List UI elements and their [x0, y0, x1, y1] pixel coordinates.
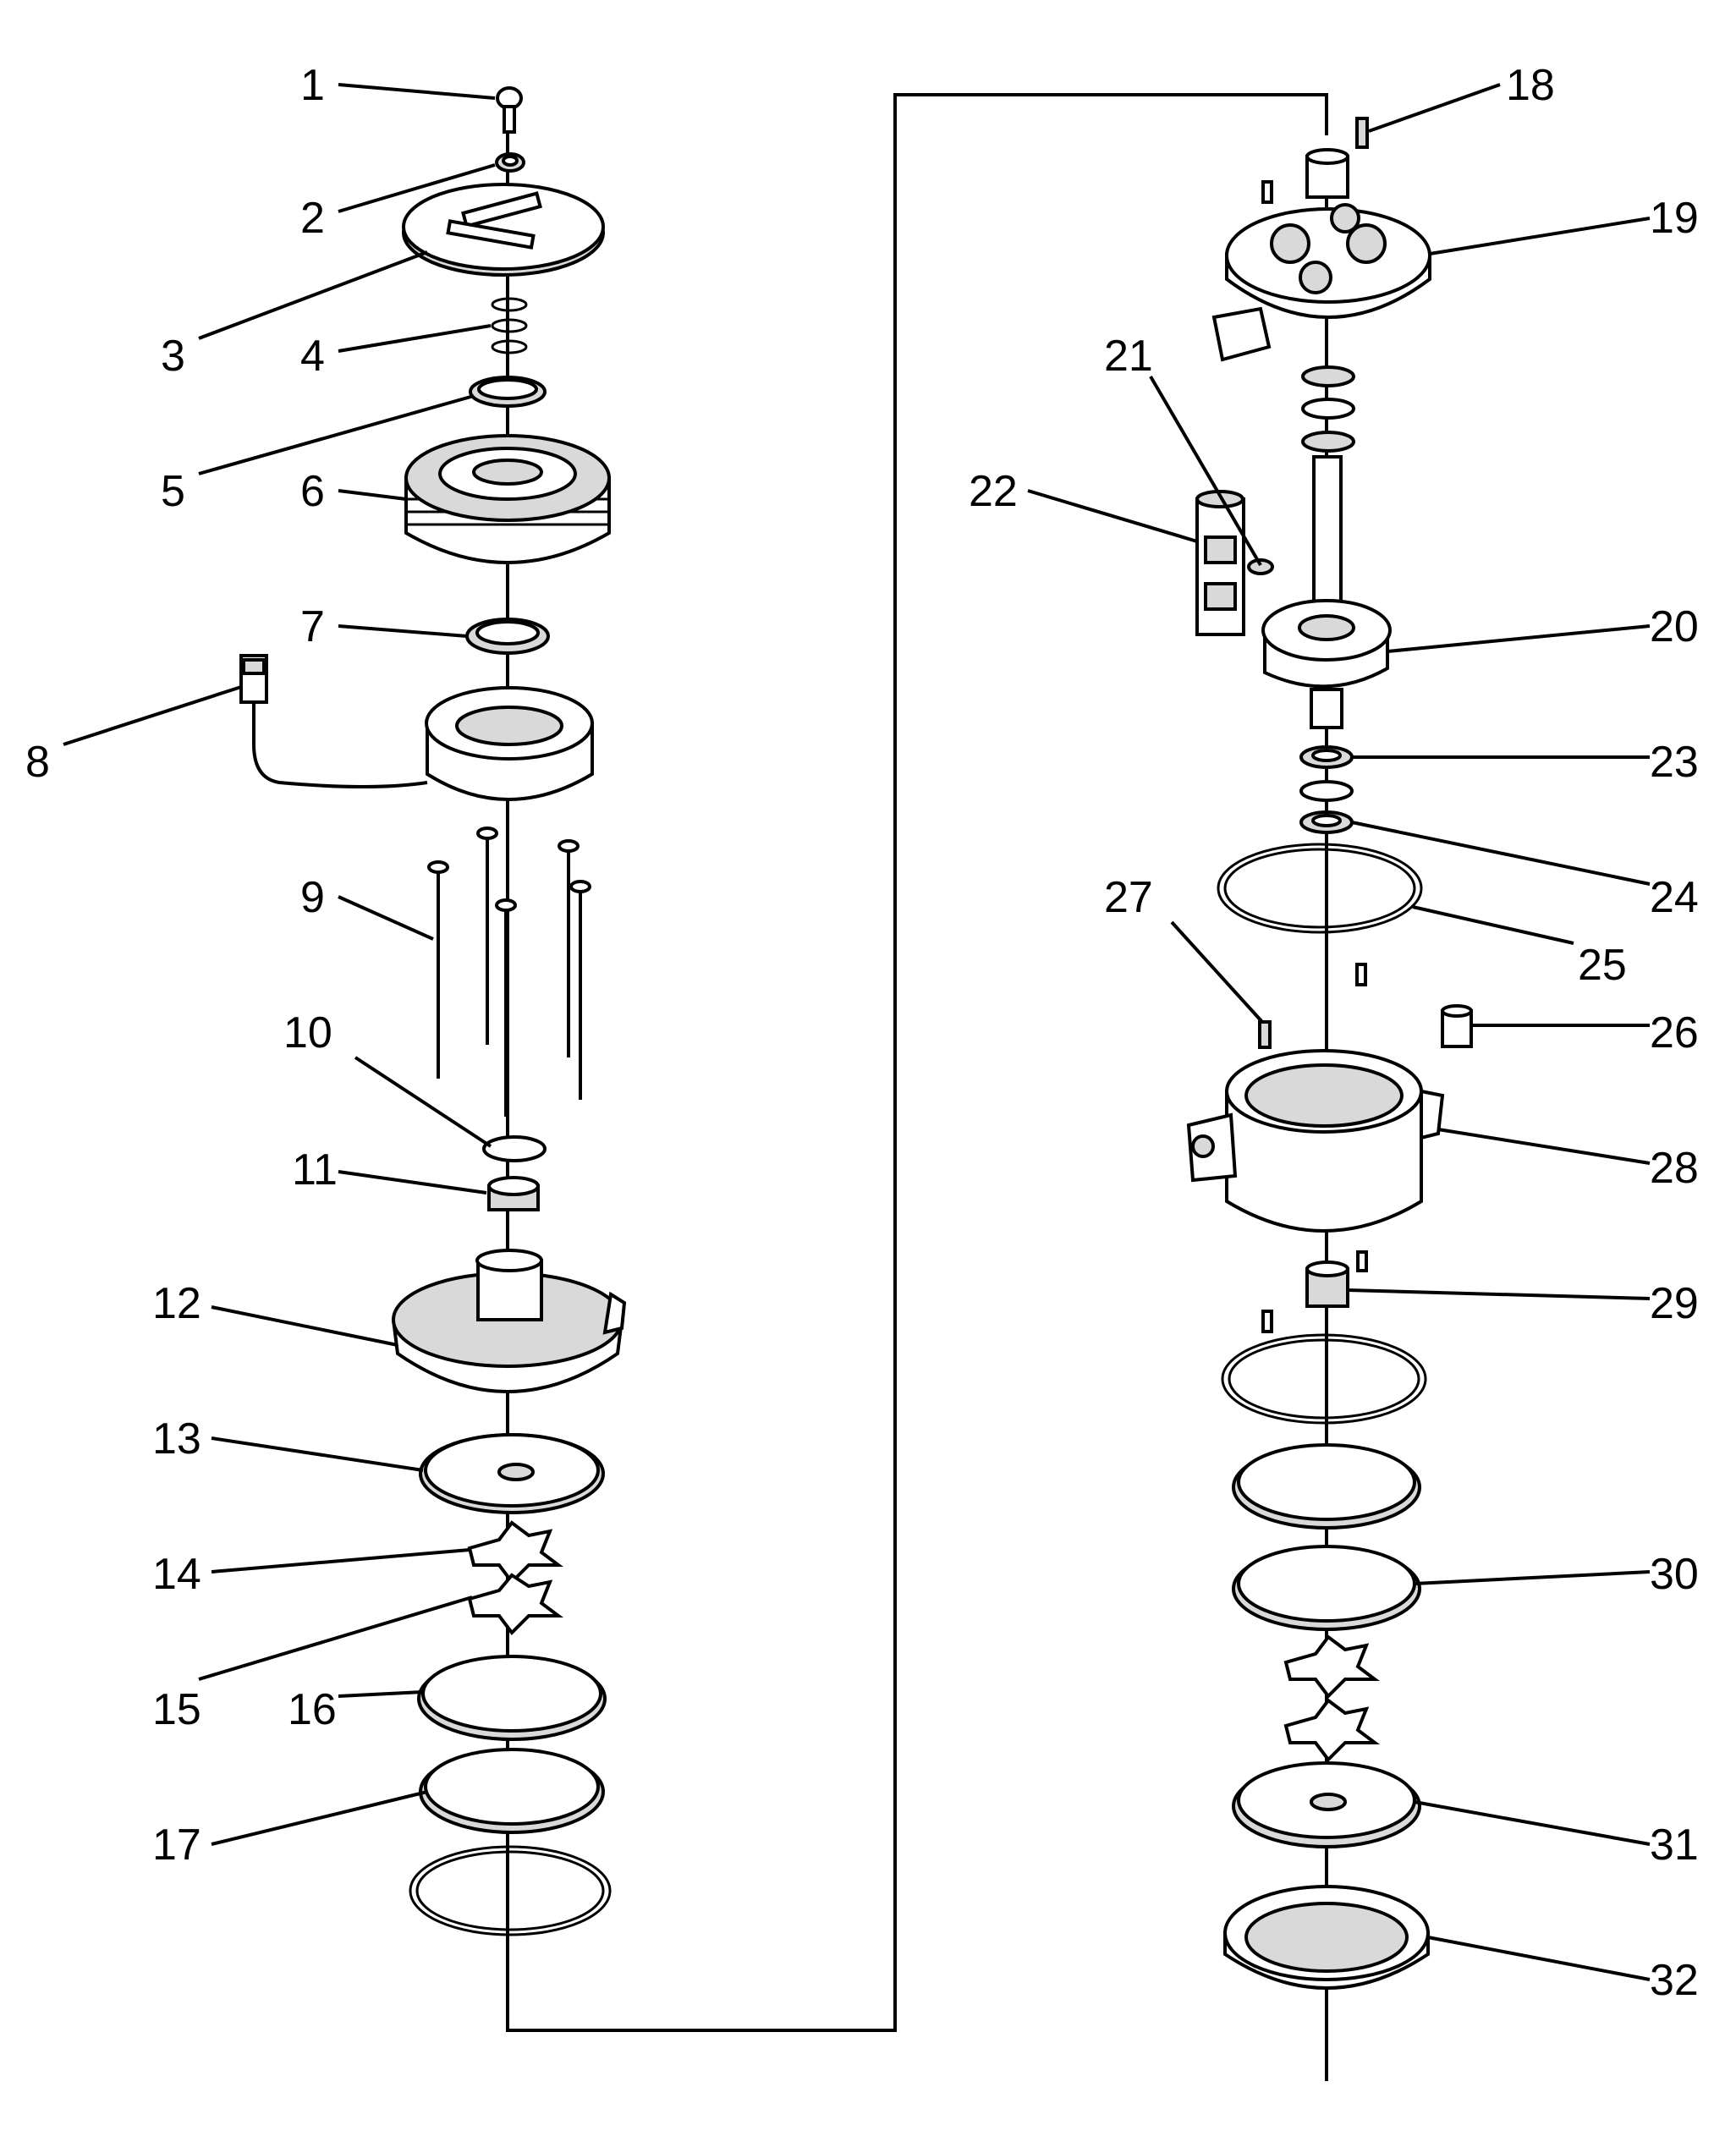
part-6-pulley [404, 434, 611, 564]
label-9: 9 [300, 873, 325, 922]
part-23-washer [1299, 745, 1354, 769]
label-4: 4 [300, 332, 325, 381]
label-1: 1 [300, 61, 325, 110]
label-18: 18 [1506, 61, 1555, 110]
label-30: 30 [1650, 1550, 1699, 1599]
label-23: 23 [1650, 738, 1699, 787]
label-19: 19 [1650, 194, 1699, 243]
part-19-rear-head [1211, 203, 1431, 362]
part-27-pin [1258, 1020, 1272, 1049]
part-5-snap-ring [469, 376, 547, 408]
label-25: 25 [1578, 941, 1627, 990]
label-24: 24 [1650, 873, 1699, 922]
label-3: 3 [161, 332, 185, 381]
label-10: 10 [283, 1008, 332, 1057]
label-13: 13 [152, 1414, 201, 1464]
part-reed-valves-right [1283, 1634, 1380, 1763]
label-5: 5 [161, 467, 185, 516]
part-7-snap-ring [465, 618, 550, 655]
part-9-through-bolts [427, 827, 591, 1117]
part-25-o-ring [1217, 843, 1423, 934]
part-30-valve-plate [1232, 1545, 1421, 1631]
label-6: 6 [300, 467, 325, 516]
part-valve-plate-right-upper [1232, 1443, 1421, 1530]
label-11: 11 [292, 1145, 338, 1195]
part-21-valve-retainer [1247, 558, 1274, 575]
part-thrust-washers-upper [1301, 365, 1355, 453]
part-15-reed-valve [467, 1573, 563, 1636]
part-24-thrust-bearing [1299, 780, 1354, 834]
label-22: 22 [969, 467, 1018, 516]
part-13-valve-plate [419, 1433, 605, 1514]
label-12: 12 [152, 1279, 201, 1328]
part-18-pin [1355, 117, 1369, 149]
label-7: 7 [300, 602, 325, 651]
part-bushing-top [1305, 148, 1349, 199]
part-12-front-head [391, 1249, 627, 1393]
part-dowel-right [1355, 963, 1367, 986]
label-8: 8 [25, 738, 50, 787]
part-16-suction-plate [417, 1655, 607, 1741]
label-26: 26 [1650, 1008, 1699, 1057]
part-28-cylinder-housing [1186, 1049, 1445, 1233]
label-32: 32 [1650, 1956, 1699, 2005]
part-32-rear-cover [1223, 1885, 1430, 1990]
part-dowel-top [1261, 180, 1273, 204]
part-11-shaft-seal [487, 1176, 540, 1211]
part-4-shims [491, 297, 528, 354]
label-16: 16 [288, 1685, 337, 1734]
part-17-discharge-plate [419, 1748, 605, 1834]
part-14-reed-valve [467, 1520, 563, 1585]
part-3-clutch-plate [402, 183, 605, 277]
label-21: 21 [1104, 332, 1153, 381]
part-22-control-valve [1195, 490, 1245, 636]
label-28: 28 [1650, 1144, 1699, 1193]
leader-lines [63, 83, 1651, 1981]
part-29-bushing [1305, 1260, 1349, 1308]
assembly-centerline [506, 93, 1328, 2081]
part-labels: 1 2 3 4 5 6 7 8 9 10 11 12 13 14 15 16 1… [25, 61, 1699, 2005]
part-2-washer [495, 152, 525, 173]
label-17: 17 [152, 1821, 201, 1870]
label-20: 20 [1650, 602, 1699, 651]
label-14: 14 [152, 1550, 201, 1599]
part-dowel-29 [1261, 1250, 1368, 1333]
part-1-bolt [496, 86, 523, 134]
label-29: 29 [1650, 1279, 1699, 1328]
label-2: 2 [300, 194, 325, 243]
label-15: 15 [152, 1685, 201, 1734]
part-10-retaining-ring [482, 1135, 547, 1162]
label-27: 27 [1104, 873, 1153, 922]
label-31: 31 [1650, 1821, 1699, 1870]
part-8-field-coil [239, 654, 594, 801]
part-o-ring-right-lower [1221, 1333, 1427, 1425]
part-26-bushing [1441, 1004, 1473, 1048]
part-31-valve-plate [1232, 1761, 1421, 1848]
part-o-ring-left [409, 1845, 612, 1936]
part-20-shaft-assembly [1261, 455, 1392, 729]
